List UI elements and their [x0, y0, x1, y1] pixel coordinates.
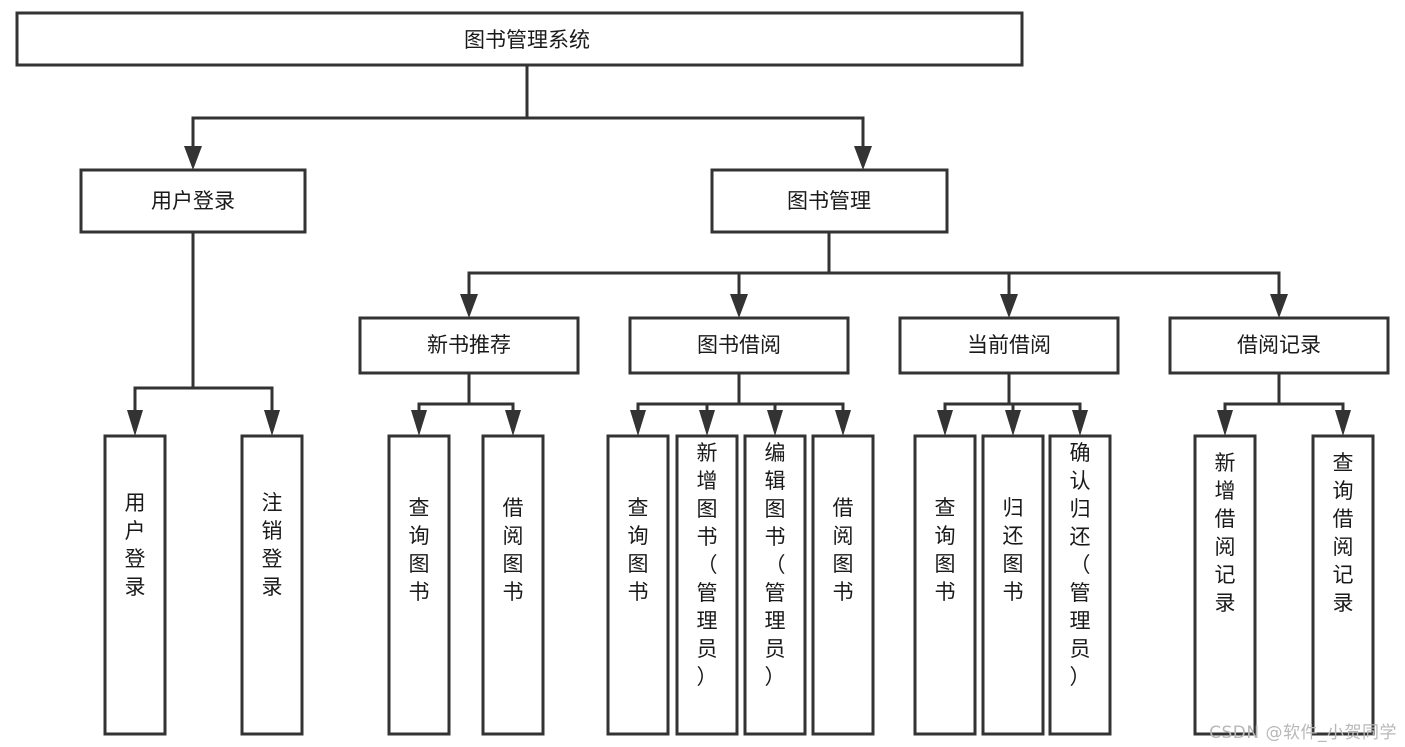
node-leaf-confirm-return-box[interactable]: [1048, 434, 1112, 736]
node-leaf-borrow-book-1-label: 借阅图书: [503, 496, 524, 604]
arrow-head-book-borrow: [730, 294, 748, 318]
node-leaf-query-book-3-label: 查询图书: [935, 496, 956, 604]
node-leaf-query-book-1[interactable]: 查询图书: [387, 434, 451, 736]
node-leaf-confirm-return[interactable]: 确认归还（管理员）: [1048, 434, 1112, 736]
node-leaf-query-record-label: 查询借阅记录: [1333, 451, 1354, 615]
arrow-head-leaf-return-book: [1005, 410, 1021, 436]
node-leaf-user-login[interactable]: 用户登录: [103, 434, 167, 736]
node-leaf-confirm-return-label: 确认归还（管理员）: [1070, 441, 1091, 689]
node-book-borrow-label: 图书借阅: [697, 333, 781, 357]
node-book-management[interactable]: 图书管理: [710, 168, 949, 234]
node-current-borrow[interactable]: 当前借阅: [898, 316, 1120, 375]
node-leaf-add-record-label: 新增借阅记录: [1215, 451, 1236, 615]
arrow-head-user-login: [184, 146, 202, 170]
arrow-head-leaf-add-record: [1217, 410, 1233, 436]
arrow-head-leaf-confirm-return: [1072, 410, 1088, 436]
node-leaf-user-login-label: 用户登录: [125, 491, 146, 599]
arrow-head-leaf-borrow-book-1: [505, 410, 521, 436]
node-leaf-edit-book[interactable]: 编辑图书（管理员）: [743, 434, 807, 736]
arrow-head-leaf-query-book-3: [937, 410, 953, 436]
node-leaf-logout-login[interactable]: 注销登录: [240, 434, 304, 736]
node-leaf-query-book-1-label: 查询图书: [409, 496, 430, 604]
node-user-login[interactable]: 用户登录: [79, 168, 307, 234]
node-new-book-recommend[interactable]: 新书推荐: [358, 316, 580, 375]
node-leaf-borrow-book-1[interactable]: 借阅图书: [481, 434, 545, 736]
connector-layer: [127, 63, 1351, 436]
node-borrow-record-label: 借阅记录: [1237, 333, 1321, 357]
node-leaf-return-book-box[interactable]: [981, 434, 1045, 736]
node-leaf-query-record-box[interactable]: [1311, 434, 1375, 736]
node-borrow-record-box[interactable]: [1168, 316, 1390, 375]
node-root-box[interactable]: [15, 11, 1024, 67]
node-leaf-query-record[interactable]: 查询借阅记录: [1311, 434, 1375, 736]
node-leaf-logout-login-label: 注销登录: [262, 491, 283, 599]
arrow-head-leaf-borrow-book-2: [835, 410, 851, 436]
node-leaf-query-book-3-box[interactable]: [913, 434, 977, 736]
node-root-label: 图书管理系统: [464, 28, 590, 52]
arrow-head-book-management: [854, 146, 872, 170]
node-book-borrow[interactable]: 图书借阅: [628, 316, 850, 375]
node-leaf-add-book[interactable]: 新增图书（管理员）: [675, 434, 739, 736]
node-leaf-query-book-3[interactable]: 查询图书: [913, 434, 977, 736]
arrow-head-leaf-user-login: [127, 410, 143, 436]
node-leaf-query-book-2[interactable]: 查询图书: [606, 434, 670, 736]
arrow-head-leaf-query-book-1: [411, 410, 427, 436]
node-leaf-add-book-box[interactable]: [675, 434, 739, 736]
arrow-head-leaf-query-book-2: [630, 410, 646, 436]
node-leaf-borrow-book-2-box[interactable]: [811, 434, 875, 736]
node-new-book-recommend-box[interactable]: [358, 316, 580, 375]
node-current-borrow-label: 当前借阅: [967, 333, 1051, 357]
node-leaf-return-book[interactable]: 归还图书: [981, 434, 1045, 736]
node-borrow-record[interactable]: 借阅记录: [1168, 316, 1390, 375]
node-leaf-add-book-label: 新增图书（管理员）: [697, 441, 718, 689]
arrow-head-leaf-edit-book: [767, 410, 783, 436]
node-root[interactable]: 图书管理系统: [15, 11, 1024, 67]
node-leaf-add-record[interactable]: 新增借阅记录: [1193, 434, 1257, 736]
node-leaf-user-login-box[interactable]: [103, 434, 167, 736]
arrow-head-leaf-query-record: [1335, 410, 1351, 436]
node-leaf-edit-book-label: 编辑图书（管理员）: [765, 441, 786, 689]
node-leaf-query-book-2-box[interactable]: [606, 434, 670, 736]
arrow-head-borrow-record: [1270, 294, 1288, 318]
node-leaf-return-book-label: 归还图书: [1003, 496, 1024, 604]
node-leaf-borrow-book-2-label: 借阅图书: [833, 496, 854, 604]
node-new-book-recommend-label: 新书推荐: [427, 333, 511, 357]
node-leaf-add-record-box[interactable]: [1193, 434, 1257, 736]
arrow-head-leaf-add-book: [699, 410, 715, 436]
csdn-watermark: CSDN @软件_小贺同学: [1209, 723, 1397, 743]
node-leaf-query-book-1-box[interactable]: [387, 434, 451, 736]
node-book-management-box[interactable]: [710, 168, 949, 234]
node-user-login-label: 用户登录: [151, 189, 235, 213]
arrow-head-new-book-recommend: [460, 294, 478, 318]
node-leaf-logout-login-box[interactable]: [240, 434, 304, 736]
node-leaf-query-book-2-label: 查询图书: [628, 496, 649, 604]
node-leaf-edit-book-box[interactable]: [743, 434, 807, 736]
node-user-login-box[interactable]: [79, 168, 307, 234]
node-book-borrow-box[interactable]: [628, 316, 850, 375]
node-book-management-label: 图书管理: [787, 189, 871, 213]
node-current-borrow-box[interactable]: [898, 316, 1120, 375]
arrow-head-leaf-logout-login: [264, 410, 280, 436]
node-leaf-borrow-book-1-box[interactable]: [481, 434, 545, 736]
arrow-head-current-borrow: [1000, 294, 1018, 318]
node-leaf-borrow-book-2[interactable]: 借阅图书: [811, 434, 875, 736]
